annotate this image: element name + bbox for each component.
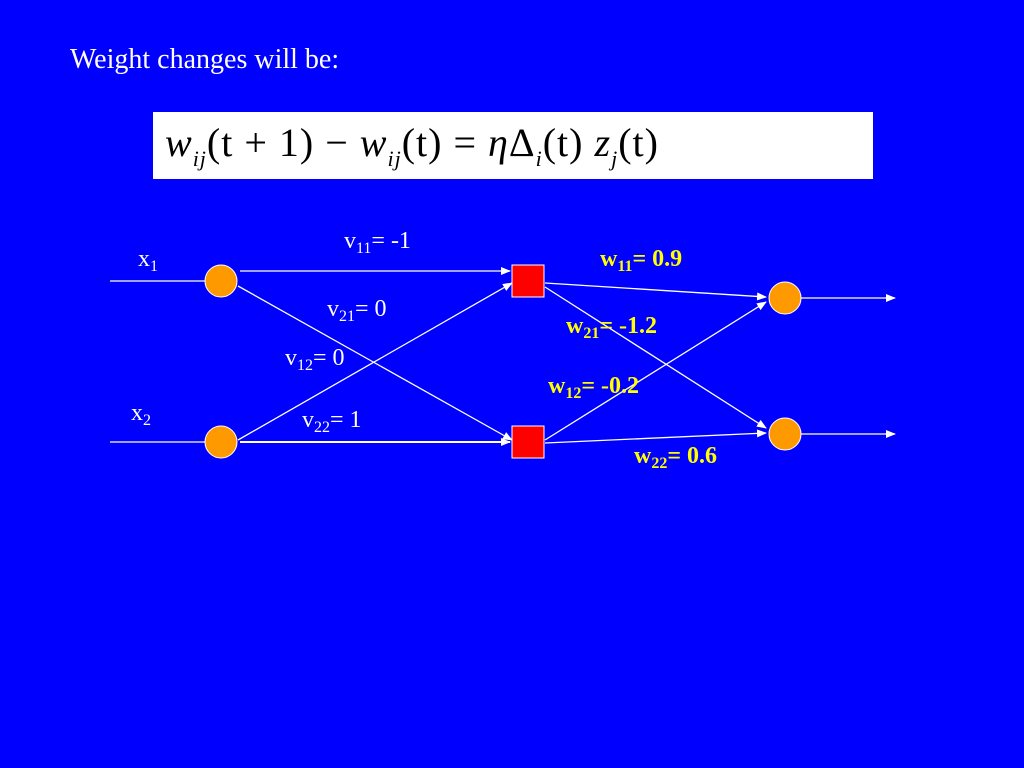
output-node-2: [768, 417, 802, 451]
edge-w12: [544, 301, 767, 441]
weight-label-w11: w11= 0.9: [600, 246, 683, 275]
edge-w21: [544, 286, 767, 429]
output-node-1: [768, 281, 802, 315]
slide-heading: Weight changes will be:: [70, 44, 340, 75]
edge-w22: [544, 429, 767, 444]
weight-label-v12: v12= 0: [285, 345, 345, 374]
input-node-1: [204, 264, 238, 298]
weight-label-w12: w12= -0.2: [548, 373, 640, 402]
weight-label-w22: w22= 0.6: [634, 443, 718, 472]
input-label-x1: x1: [138, 246, 158, 275]
edge-w11: [544, 282, 767, 301]
weight-label-w21: w21= -1.2: [566, 313, 658, 342]
input-label-x2: x2: [131, 400, 151, 429]
weight-label-v21: v21= 0: [327, 296, 387, 325]
weight-label-v22: v22= 1: [302, 407, 362, 436]
weight-label-v11: v11= -1: [344, 228, 411, 257]
hidden-node-2: [511, 425, 545, 459]
edge-v12: [237, 285, 513, 441]
formula-box: wij(t + 1) − wij(t) = ηΔi(t) zj(t): [153, 112, 873, 179]
weight-update-formula: wij(t + 1) − wij(t) = ηΔi(t) zj(t): [165, 120, 659, 171]
edge-v21: [237, 282, 513, 441]
input-node-2: [204, 425, 238, 459]
hidden-node-1: [511, 264, 545, 298]
